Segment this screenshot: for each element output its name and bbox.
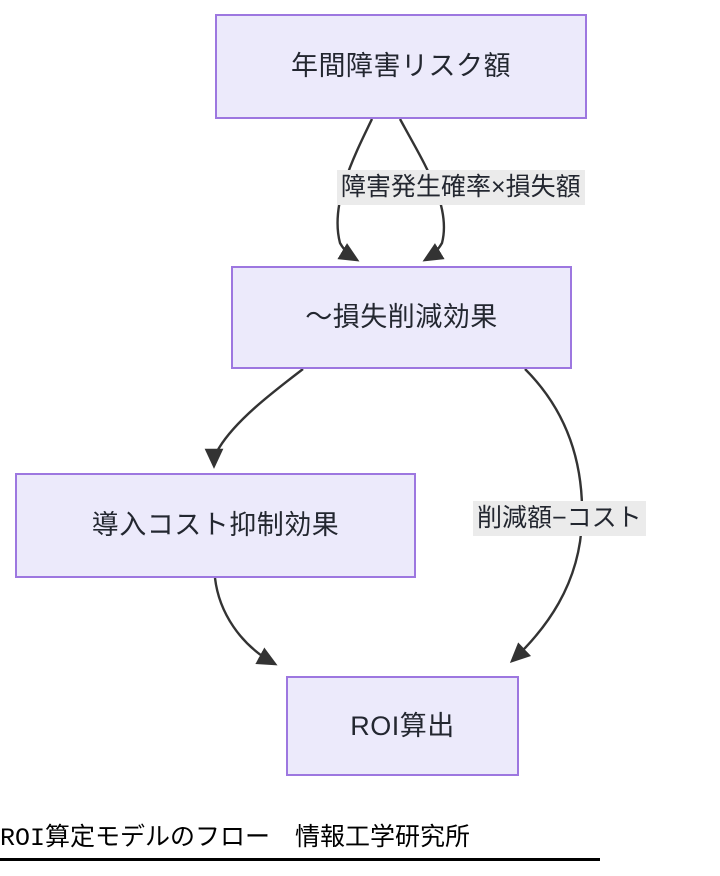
node-label: 〜損失削減効果 xyxy=(305,302,498,333)
edge-cost-to-roi xyxy=(213,577,278,666)
node-roi-calculation[interactable]: ROI算出 xyxy=(286,676,519,776)
edge-label-reduction-minus-cost: 削減額−コスト xyxy=(473,501,646,537)
node-label: 導入コスト抑制効果 xyxy=(91,510,340,541)
diagram-caption: ROI算定モデルのフロー 情報工学研究所 xyxy=(0,822,600,861)
edge-label-failure-probability-times-loss: 障害発生確率×損失額 xyxy=(337,170,585,206)
node-loss-reduction-effect[interactable]: 〜損失削減効果 xyxy=(231,266,572,369)
edge-loss-to-cost xyxy=(204,368,304,469)
node-label: 年間障害リスク額 xyxy=(291,51,511,82)
node-implementation-cost-suppression-effect[interactable]: 導入コスト抑制効果 xyxy=(15,473,416,578)
node-annual-risk-amount[interactable]: 年間障害リスク額 xyxy=(215,14,587,119)
node-label: ROI算出 xyxy=(350,710,455,741)
